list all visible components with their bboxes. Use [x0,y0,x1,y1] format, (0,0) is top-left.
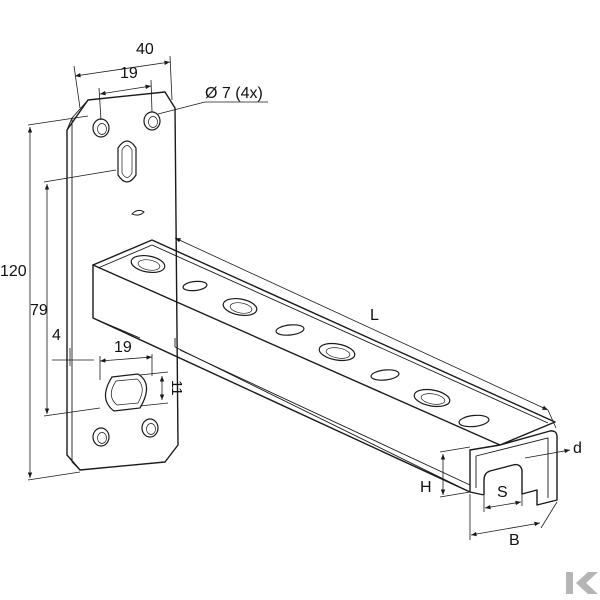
dim-height-label: H [420,479,432,496]
dim-hole-spacing-top-label: 19 [120,65,138,82]
plate-slot-lower [104,373,148,412]
dim-plate-width-label: 40 [136,41,154,58]
brand-k-logo-icon [566,572,598,594]
dimension-lines [27,55,571,540]
arm-hole-1 [130,254,166,274]
arm-hole-4 [413,388,451,408]
arm-slot-1 [182,280,208,292]
dim-slot-length-label: 19 [114,339,132,356]
dim-length-label: L [370,307,379,324]
channel-profile [469,430,558,506]
plate-hole-bottom-left [92,427,110,447]
arm-slot-3 [370,369,400,381]
dim-total-height-label: 120 [0,263,27,280]
arm-hole-2 [222,297,258,317]
plate-slot-upper [117,140,137,183]
dim-width-b-label: B [509,532,520,549]
dim-offset-label: 4 [52,327,61,344]
dim-thickness-label: d [573,440,582,457]
dim-slot-s-label: S [497,484,508,501]
dim-slot-width-label: 11 [168,380,185,396]
wall-plate [66,91,179,471]
plate-hole-bottom-right [141,418,159,438]
dim-hole-pitch-label: 79 [30,302,48,319]
arm-slot-4 [458,414,490,428]
arm-hole-3 [318,342,356,362]
hole-note-label: Ø 7 (4x) [205,85,263,102]
arm-slot-2 [275,324,305,336]
